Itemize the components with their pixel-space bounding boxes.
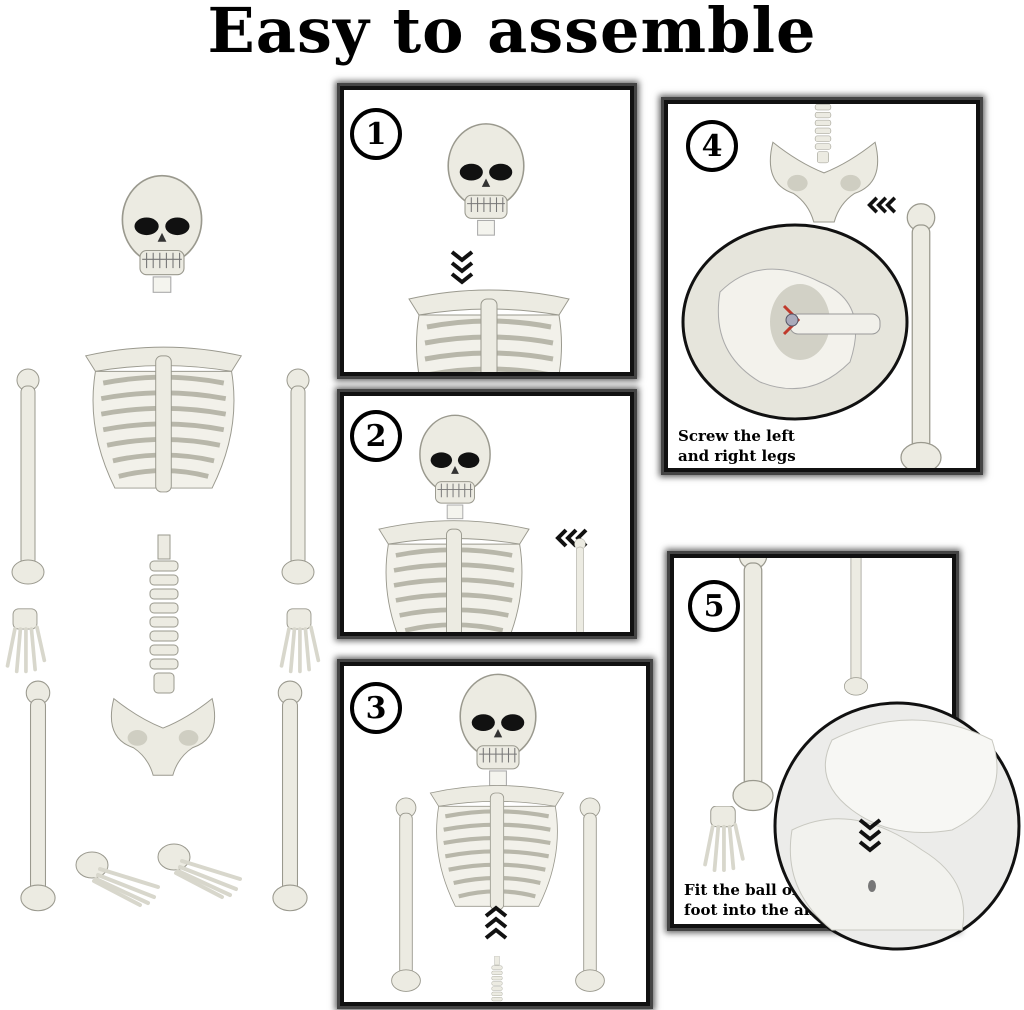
- skull-icon: [444, 102, 528, 257]
- caption-line: Screw the left: [678, 427, 795, 445]
- left-foot-part: [74, 846, 164, 908]
- right-foot-part: [156, 838, 246, 900]
- arrow-down-icon: [450, 250, 474, 286]
- foot-icon: [698, 806, 748, 872]
- skull-part: [118, 164, 206, 304]
- step-2-panel: 2: [340, 392, 634, 636]
- spine-part: [144, 530, 184, 700]
- spine-icon: [482, 956, 512, 1006]
- right-lower-leg-icon: [836, 554, 876, 698]
- left-hand-part: [2, 605, 48, 677]
- right-arm-icon: [572, 786, 608, 1006]
- step-2-badge: 2: [350, 410, 402, 462]
- right-hand-part: [276, 605, 322, 677]
- left-arm-part: [8, 348, 48, 608]
- step-4-panel: 4 Screw the left and right legs: [664, 100, 980, 472]
- right-leg-part: [262, 680, 318, 915]
- skull-icon: [416, 402, 494, 532]
- ankle-zoom-circle: [773, 701, 1021, 951]
- step-1-panel: 1: [340, 86, 634, 376]
- arrow-up-icon: [484, 904, 508, 940]
- arm-icon: [560, 538, 600, 636]
- ribcage-icon: [422, 778, 572, 918]
- step-3-badge: 3: [350, 682, 402, 734]
- caption-line: and right legs: [678, 447, 796, 465]
- zoom-detail-circle: [681, 223, 909, 421]
- parts-layout: [0, 150, 330, 930]
- step-3-panel: 3: [340, 662, 650, 1006]
- left-leg-part: [10, 680, 66, 915]
- right-arm-part: [278, 348, 318, 608]
- caption-line: foot into the ankle: [684, 901, 841, 919]
- step-4-caption: Screw the left and right legs: [678, 426, 796, 466]
- step-1-badge: 1: [350, 108, 402, 160]
- ribcage-part: [76, 340, 251, 500]
- ribcage-icon: [366, 516, 542, 636]
- pelvis-part: [104, 688, 222, 778]
- skull-icon: [456, 670, 540, 790]
- step-5-badge: 5: [688, 580, 740, 632]
- left-arm-icon: [388, 786, 424, 1006]
- ribcage-icon: [394, 285, 584, 376]
- step-4-badge: 4: [686, 120, 738, 172]
- page-title: Easy to assemble: [207, 0, 817, 67]
